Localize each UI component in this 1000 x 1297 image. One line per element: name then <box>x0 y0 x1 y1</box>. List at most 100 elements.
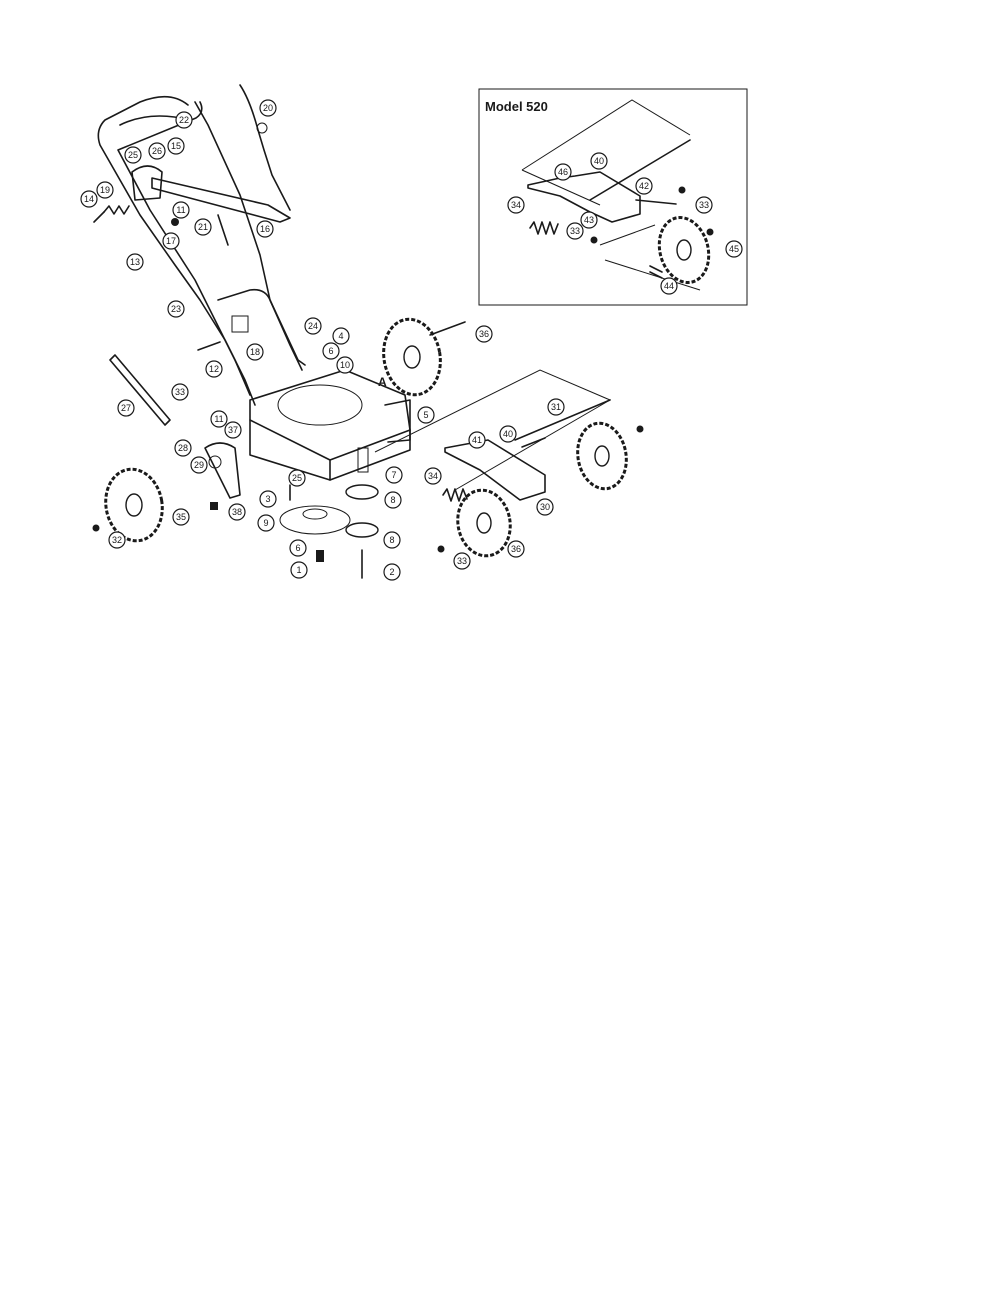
callout-circle <box>259 490 277 508</box>
callout-circle <box>190 456 208 474</box>
side-plate <box>204 442 241 499</box>
callout-number: 33 <box>699 200 709 210</box>
callout-8b: 8 <box>383 531 401 549</box>
callout-number: 36 <box>479 329 489 339</box>
callout-number: 22 <box>179 115 189 125</box>
callout-31: 31 <box>547 398 565 416</box>
wheel-axle-bolt <box>429 321 466 336</box>
callout-25b: 25 <box>288 469 306 487</box>
callout-circle <box>385 466 403 484</box>
callout-circle <box>175 111 193 129</box>
rear-guide-line <box>374 369 612 491</box>
callout-number: 2 <box>389 567 394 577</box>
callout-circle <box>453 552 471 570</box>
callout-number: 19 <box>100 185 110 195</box>
callout-20: 20 <box>259 99 277 117</box>
callout-12: 12 <box>205 360 223 378</box>
callout-3: 3 <box>259 490 277 508</box>
callout-circle <box>322 342 340 360</box>
callout-33b: 33 <box>453 552 471 570</box>
callout-circle <box>259 99 277 117</box>
callout-circle <box>332 327 350 345</box>
callout-circle <box>507 196 525 214</box>
callout-number: 40 <box>503 429 513 439</box>
callout-26: 26 <box>148 142 166 160</box>
callout-number: 20 <box>263 103 273 113</box>
callout-number: 36 <box>511 544 521 554</box>
callout-number: 6 <box>328 346 333 356</box>
callout-42: 42 <box>635 177 653 195</box>
wheel-nut <box>636 425 644 433</box>
wheel-nut <box>92 524 100 532</box>
callout-11a: 11 <box>172 201 190 219</box>
callout-circle <box>536 498 554 516</box>
bearing-lower <box>345 522 379 538</box>
callout-number: 16 <box>260 224 270 234</box>
rear-axle-rod <box>514 399 611 441</box>
callout-6b: 6 <box>289 539 307 557</box>
callout-circle <box>171 383 189 401</box>
callout-number: 14 <box>84 194 94 204</box>
handle-knob <box>231 315 249 333</box>
callout-circle <box>96 181 114 199</box>
callout-number: 8 <box>390 495 395 505</box>
callout-circle <box>194 218 212 236</box>
callout-circle <box>246 343 264 361</box>
callout-circle <box>167 137 185 155</box>
callout-circle <box>126 253 144 271</box>
callout-21: 21 <box>194 218 212 236</box>
callout-circle <box>566 222 584 240</box>
callout-circle <box>383 531 401 549</box>
callout-circle <box>174 439 192 457</box>
callout-circle <box>289 539 307 557</box>
callout-number: 29 <box>194 460 204 470</box>
lower-handle <box>217 288 306 366</box>
handle-spring <box>103 205 130 215</box>
callout-number: 33 <box>457 556 467 566</box>
callout-circle <box>468 431 486 449</box>
callout-40a: 40 <box>499 425 517 443</box>
callout-16: 16 <box>256 220 274 238</box>
callout-circle <box>424 467 442 485</box>
callout-circle <box>383 563 401 581</box>
callout-number: 35 <box>176 512 186 522</box>
callout-9: 9 <box>257 514 275 532</box>
callout-number: 7 <box>391 470 396 480</box>
callout-number: 42 <box>639 181 649 191</box>
pulley <box>279 505 351 535</box>
callout-18: 18 <box>246 343 264 361</box>
callout-circle <box>384 491 402 509</box>
callout-number: 40 <box>594 156 604 166</box>
callout-45: 45 <box>725 240 743 258</box>
callout-circle <box>162 232 180 250</box>
callout-circle <box>554 163 572 181</box>
callout-15: 15 <box>167 137 185 155</box>
callout-29: 29 <box>190 456 208 474</box>
deck-front <box>249 419 331 481</box>
callout-circle <box>695 196 713 214</box>
callout-43: 43 <box>580 211 598 229</box>
callout-36a: 36 <box>475 325 493 343</box>
control-cable <box>239 84 291 211</box>
callout-5: 5 <box>417 406 435 424</box>
callout-number: 46 <box>558 167 568 177</box>
callout-number: 21 <box>198 222 208 232</box>
inset-guide-line <box>521 99 691 171</box>
deck-frame: A <box>109 354 411 579</box>
callout-2: 2 <box>383 563 401 581</box>
callout-number: 11 <box>214 414 223 424</box>
callout-number: 25 <box>292 473 302 483</box>
callout-number: 4 <box>338 331 343 341</box>
callout-41: 41 <box>468 431 486 449</box>
inset-axle-pin <box>635 199 677 205</box>
callout-circle <box>124 146 142 164</box>
callout-circle <box>304 317 322 335</box>
inset-wheel-hub <box>676 239 692 261</box>
callout-22: 22 <box>175 111 193 129</box>
callout-circle <box>117 399 135 417</box>
bearing-upper <box>345 484 379 500</box>
callout-46: 46 <box>554 163 572 181</box>
callout-13: 13 <box>126 253 144 271</box>
handle-assembly <box>93 84 306 406</box>
callout-circle <box>547 398 565 416</box>
